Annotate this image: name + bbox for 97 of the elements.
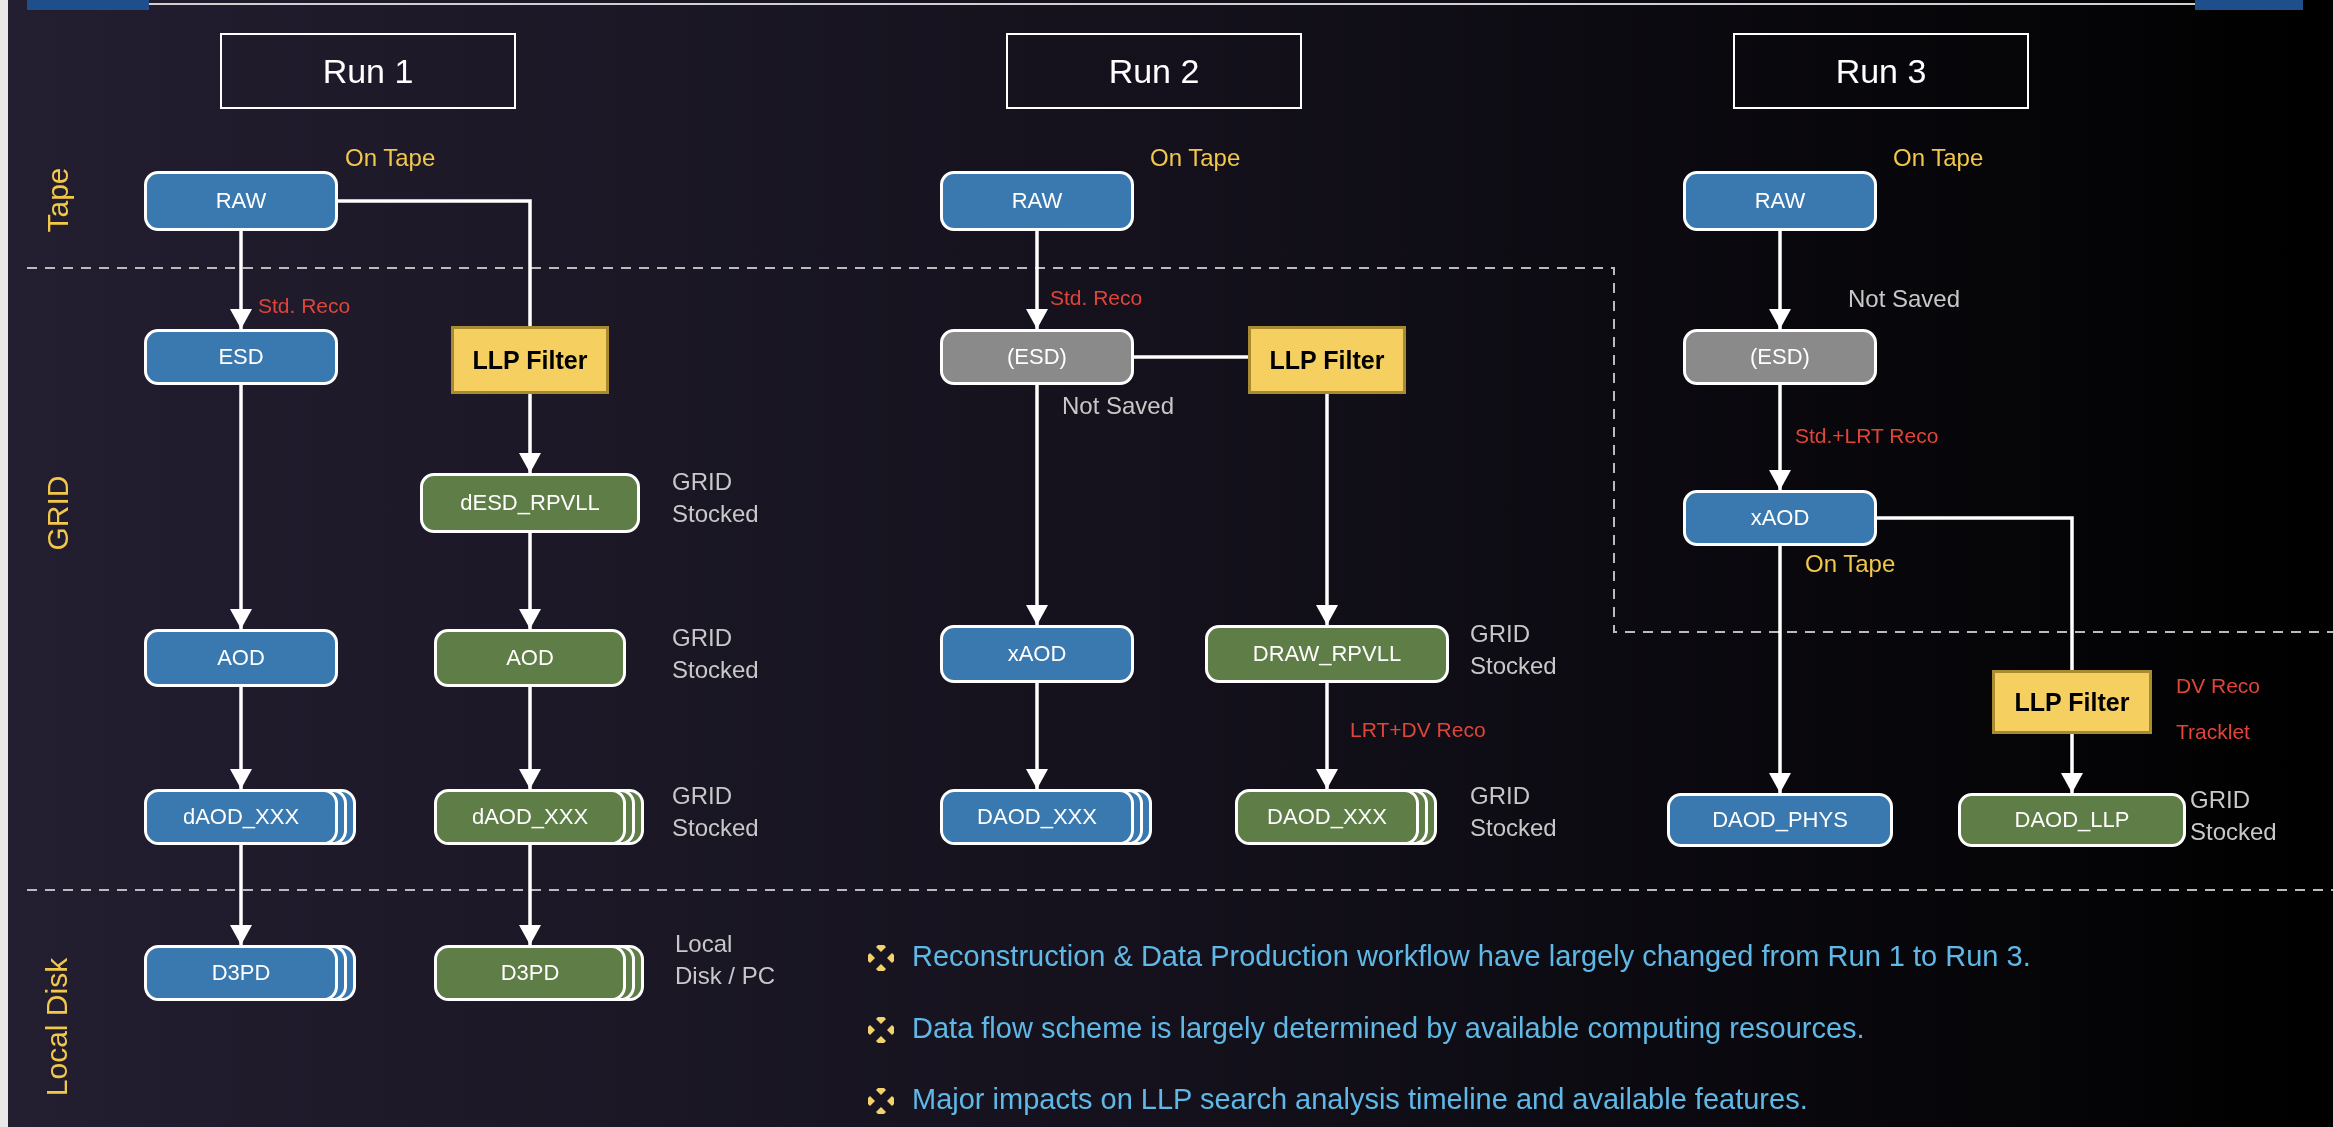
node-text: (ESD) <box>1007 344 1067 370</box>
node-text: D3PD <box>499 960 561 986</box>
tier-label: GRID <box>40 475 74 551</box>
arrow <box>1769 231 1791 329</box>
stacked-data-box <box>434 789 644 845</box>
data-box <box>1958 793 2186 847</box>
edge-label: Std.+LRT Reco <box>1795 424 1939 448</box>
data-box <box>940 625 1134 683</box>
run-title: Run 3 <box>1835 51 1927 91</box>
storage-note: Not Saved <box>1848 284 1962 314</box>
node-text: DAOD_XXX <box>976 804 1098 830</box>
node-text: DAOD_XXX <box>1266 804 1388 830</box>
stacked-data-box <box>144 945 356 1001</box>
run-header <box>1733 33 2029 109</box>
arrow <box>519 687 541 789</box>
edge-label: Std. Reco <box>1050 286 1143 310</box>
node-text: AOD <box>506 645 554 671</box>
connector-line <box>338 199 532 326</box>
stacked-data-box <box>940 789 1152 845</box>
storage-note: GRID Stocked <box>672 467 760 530</box>
node-text: LLP Filter <box>2014 687 2130 717</box>
node-text: LLP Filter <box>1269 345 1385 375</box>
stacked-data-box <box>144 789 356 845</box>
filter-box <box>451 326 609 394</box>
node-text: D3PD <box>210 960 272 986</box>
node-text: dAOD_XXX <box>470 804 590 830</box>
data-box <box>1205 625 1449 683</box>
data-box <box>1683 171 1877 231</box>
data-box <box>144 171 338 231</box>
data-box <box>434 629 626 687</box>
stacked-data-box <box>434 945 644 1001</box>
node-text: xAOD <box>1007 641 1067 667</box>
tier-label: Local Disk <box>40 957 75 1097</box>
arrow <box>1026 385 1048 625</box>
processing-note: Tracklet <box>2176 719 2250 745</box>
storage-note: On Tape <box>1893 143 1984 173</box>
run-header <box>1006 33 1302 109</box>
storage-note: GRID Stocked <box>2190 785 2278 848</box>
arrow <box>1026 231 1048 329</box>
arrow <box>519 533 541 629</box>
storage-note: On Tape <box>345 143 436 173</box>
storage-note: GRID Stocked <box>672 781 760 844</box>
edge-label: LRT+DV Reco <box>1350 718 1486 742</box>
data-box <box>1683 490 1877 546</box>
connector-line <box>1134 355 1248 359</box>
run-header <box>220 33 516 109</box>
arrow <box>1316 394 1338 625</box>
data-box <box>940 329 1134 385</box>
node-text: RAW <box>215 188 267 214</box>
node-text: DRAW_RPVLL <box>1252 641 1402 667</box>
node-text: DAOD_PHYS <box>1712 807 1848 833</box>
processing-note: DV Reco <box>2176 673 2261 699</box>
bullet-text: Data flow scheme is largely determined by available computing resources. <box>912 1012 1865 1045</box>
node-text: dAOD_XXX <box>181 804 301 830</box>
filter-box <box>1992 670 2152 734</box>
data-box <box>420 473 640 533</box>
data-box <box>144 329 338 385</box>
node-text: (ESD) <box>1750 344 1810 370</box>
edge-label: Std. Reco <box>258 294 351 318</box>
node-text: AOD <box>217 645 265 671</box>
filter-box <box>1248 326 1406 394</box>
run-title: Run 2 <box>1108 51 1200 91</box>
data-box <box>1667 793 1893 847</box>
node-text: xAOD <box>1750 505 1810 531</box>
storage-note: Local Disk / PC <box>675 929 775 992</box>
bullet-text: Reconstruction & Data Production workflow have largely changed from Run 1 to Run 3. <box>912 940 2031 973</box>
arrow <box>1769 385 1791 490</box>
storage-note: On Tape <box>1150 143 1241 173</box>
storage-note: On Tape <box>1805 549 1896 579</box>
connector-line <box>1877 516 2074 670</box>
arrow <box>1769 546 1791 793</box>
storage-note: GRID Stocked <box>1470 619 1558 682</box>
bullet-text: Major impacts on LLP search analysis timeline and available features. <box>912 1083 1808 1116</box>
node-text: LLP Filter <box>472 345 588 375</box>
data-box <box>1683 329 1877 385</box>
arrow <box>1026 683 1048 789</box>
node-text: RAW <box>1754 188 1806 214</box>
arrow <box>519 394 541 473</box>
arrow <box>230 687 252 789</box>
arrow <box>1316 683 1338 789</box>
node-text: ESD <box>218 344 264 370</box>
tier-label: Tape <box>40 167 75 233</box>
data-box <box>940 171 1134 231</box>
storage-note: GRID Stocked <box>672 623 760 686</box>
data-box <box>144 629 338 687</box>
arrow <box>230 845 252 945</box>
stacked-data-box <box>1235 789 1437 845</box>
storage-note: Not Saved <box>1062 391 1176 421</box>
arrow <box>230 231 252 329</box>
arrow <box>2061 734 2083 793</box>
node-text: dESD_RPVLL <box>460 490 600 516</box>
arrow <box>230 385 252 629</box>
arrow <box>519 845 541 945</box>
run-title: Run 1 <box>322 51 414 91</box>
node-text: DAOD_LLP <box>2014 807 2130 833</box>
node-text: RAW <box>1011 188 1063 214</box>
storage-note: GRID Stocked <box>1470 781 1558 844</box>
